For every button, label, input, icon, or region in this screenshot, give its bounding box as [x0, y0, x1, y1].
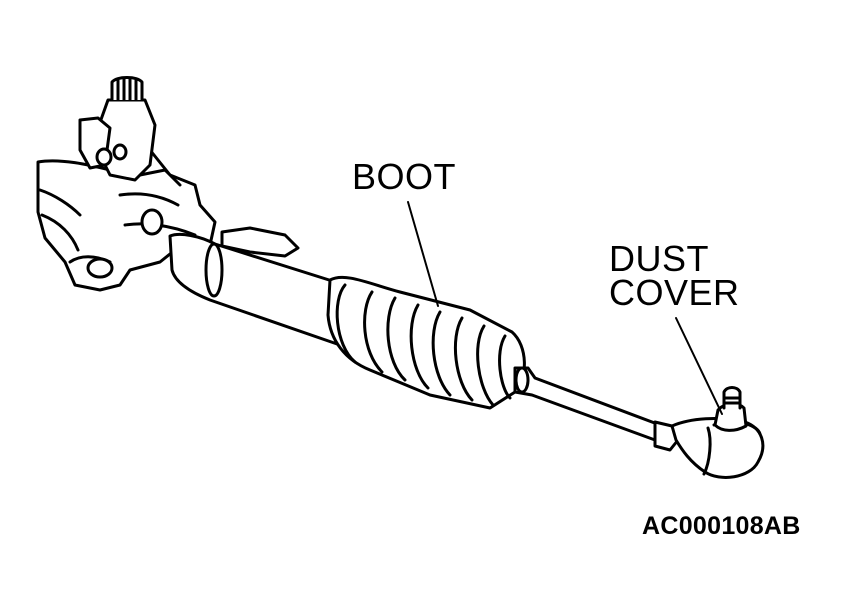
dust-cover-label: DUST COVER [609, 238, 740, 313]
dust-cover-leader-line [675, 317, 723, 415]
rubber-boot [326, 275, 526, 410]
tie-rod [513, 366, 680, 452]
pinion-valve [78, 76, 157, 182]
boot-label: BOOT [352, 156, 457, 197]
dust-cover-label-line1: DUST [609, 238, 709, 279]
boot-leader-line [407, 201, 439, 307]
dust-cover-label-line2: COVER [609, 272, 740, 313]
ball-stud [722, 386, 742, 410]
figure-id: AC000108AB [642, 512, 801, 540]
gear-housing [36, 148, 217, 292]
